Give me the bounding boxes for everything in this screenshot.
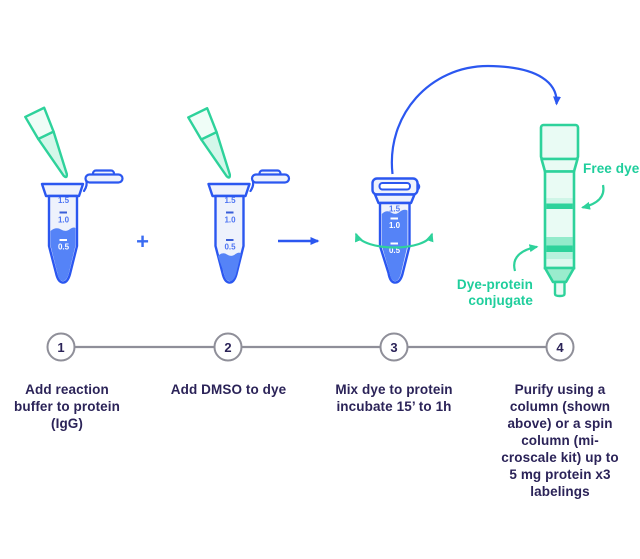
step-4-description: Purify using a column (shown above) or a… xyxy=(501,382,619,499)
conjugate-pointer-arrow-icon xyxy=(513,244,539,272)
step-2-description: Add DMSO to dye xyxy=(170,382,287,397)
step-circle-2: 2 xyxy=(213,332,243,362)
tube-mark-1_0: 1.0 xyxy=(224,216,236,225)
tube-mark-0_5: 0.5 xyxy=(389,246,401,255)
step-circle-4: 4 xyxy=(545,332,575,362)
microtube-dye: 1.5 1.0 0.5 xyxy=(207,169,291,284)
free-dye-band xyxy=(546,203,573,209)
tube-mark-1_5: 1.5 xyxy=(58,196,70,205)
transfer-arc-arrow-icon xyxy=(390,64,562,175)
tube-liquid xyxy=(381,209,408,282)
step-number: 4 xyxy=(556,340,564,355)
tube-liquid xyxy=(217,252,241,282)
step-number: 1 xyxy=(57,340,64,355)
step-circle-1: 1 xyxy=(46,332,76,362)
timeline: 1 2 3 4 xyxy=(46,332,575,362)
column-reservoir xyxy=(539,123,580,161)
plus-icon: + xyxy=(136,229,149,254)
step-3-description: Mix dye to protein incubate 15’ to 1h xyxy=(335,382,453,414)
tube-liquid xyxy=(50,227,76,282)
tube-closed-cap-icon xyxy=(371,177,421,196)
tube-mark-0_5: 0.5 xyxy=(224,243,236,252)
microtube-mix: 1.5 1.0 0.5 xyxy=(371,177,421,284)
dye-protein-conjugate-label: Dye-protein conjugate xyxy=(456,277,533,308)
free-dye-label: Free dye xyxy=(583,161,640,176)
purification-column xyxy=(539,123,580,298)
conjugate-band xyxy=(546,245,573,252)
pipette-tip-icon xyxy=(187,107,232,179)
free-dye-pointer-arrow-icon xyxy=(581,184,605,210)
tube-open-lid-icon xyxy=(249,169,291,193)
tube-mark-0_5: 0.5 xyxy=(58,243,70,252)
pipette-tip-icon xyxy=(24,106,69,179)
step-1-description: Add reaction buffer to protein (IgG) xyxy=(14,382,120,431)
tube-mark-1_0: 1.0 xyxy=(58,216,70,225)
mix-rotation-arrows-icon xyxy=(354,232,434,249)
microtube-protein: 1.5 1.0 0.5 xyxy=(40,169,124,284)
tube-mark-1_5: 1.5 xyxy=(224,196,236,205)
tube-mark-1_5: 1.5 xyxy=(389,205,401,214)
step-number: 3 xyxy=(390,340,397,355)
tube-mark-1_0: 1.0 xyxy=(389,221,401,230)
step-number: 2 xyxy=(224,340,231,355)
column-outlet-tip xyxy=(553,280,566,298)
tube-open-lid-icon xyxy=(82,169,124,193)
step-circle-3: 3 xyxy=(379,332,409,362)
